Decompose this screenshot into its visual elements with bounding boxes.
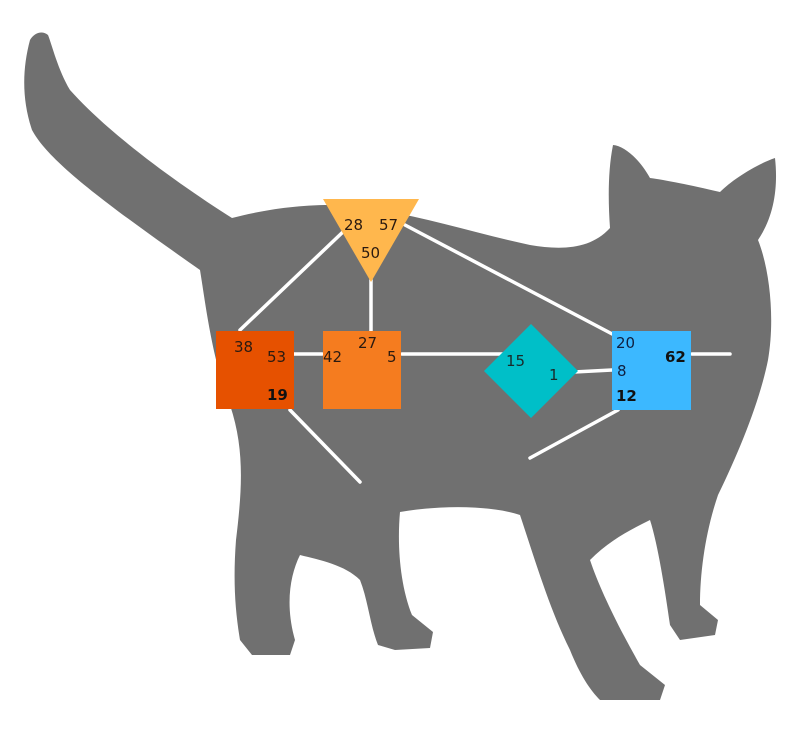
square-right-shape	[612, 331, 691, 410]
square-right-label-bottom-left: 12	[616, 387, 637, 405]
node-square-right[interactable]: 20 8 62 12	[612, 331, 691, 410]
triangle-label-top-left: 28	[344, 216, 363, 234]
edge-square-left-down	[288, 408, 362, 484]
edge-triangle-square-left	[238, 228, 347, 332]
square-right-label-top-left: 20	[616, 334, 635, 352]
edge-triangle-square-right	[403, 223, 618, 338]
square-right-label-left: 8	[617, 362, 627, 380]
square-left-shape	[216, 331, 294, 409]
diamond-shape	[484, 324, 578, 418]
square-middle-label-left: 42	[323, 348, 342, 366]
diamond-label-right: 1	[549, 366, 559, 384]
node-square-left[interactable]: 38 53 19	[216, 331, 294, 409]
diamond-label-left: 15	[506, 352, 525, 370]
edge-diamond-square-right	[572, 368, 614, 374]
square-left-label-right: 53	[267, 348, 286, 366]
square-left-label-top-left: 38	[234, 338, 253, 356]
node-diamond[interactable]: 15 1	[484, 324, 578, 418]
triangle-label-bottom: 50	[361, 244, 380, 262]
node-triangle[interactable]: 28 57 50	[323, 199, 419, 282]
square-middle-label-top: 27	[358, 334, 377, 352]
triangle-label-top-right: 57	[379, 216, 398, 234]
square-middle-label-right: 5	[387, 348, 397, 366]
edge-square-right-down	[528, 408, 620, 460]
square-middle-shape	[323, 331, 401, 409]
triangle-shape	[323, 199, 419, 282]
square-left-label-bottom-right: 19	[267, 386, 288, 404]
node-square-middle[interactable]: 27 42 5	[323, 331, 401, 409]
square-right-label-right: 62	[665, 348, 686, 366]
